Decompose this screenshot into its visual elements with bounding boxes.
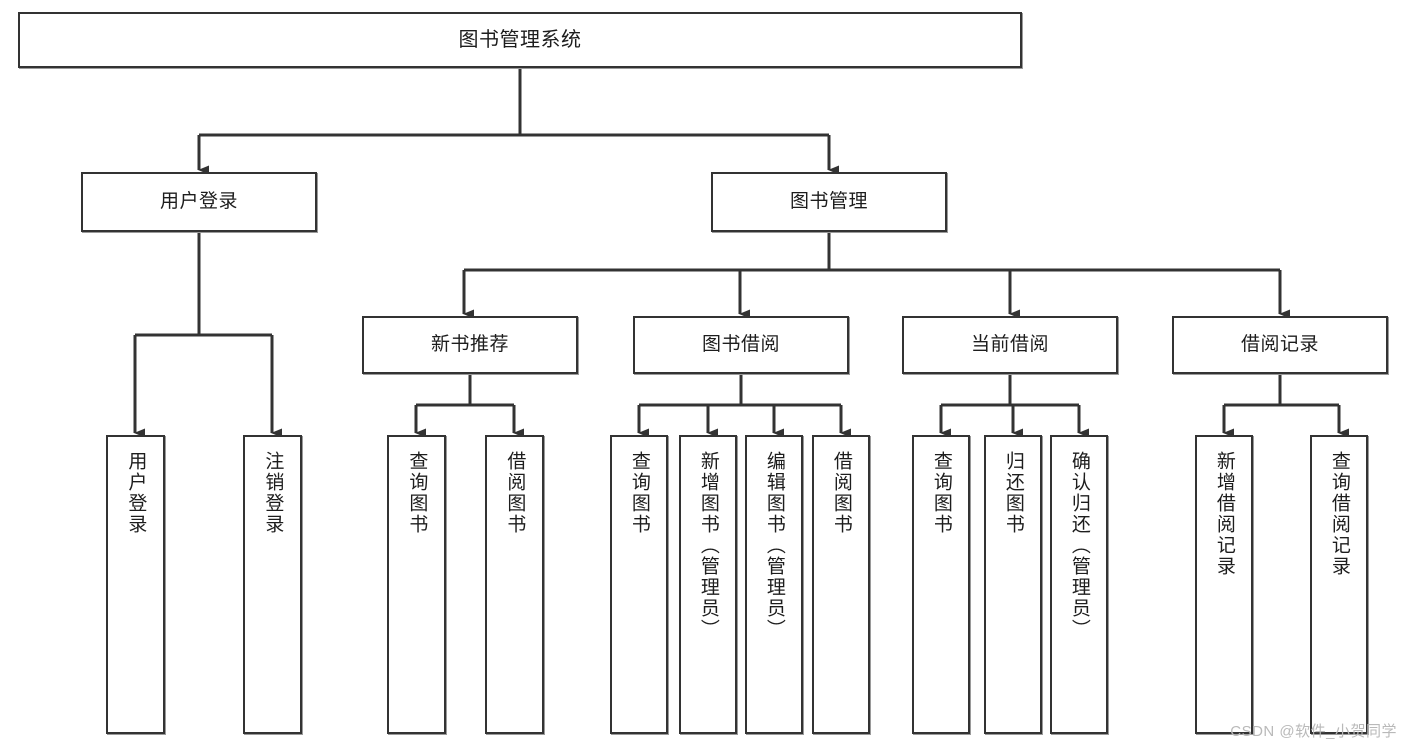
node-leaf-borrow-book-2-label: 借阅图书 [830, 451, 852, 535]
node-leaf-query-record[interactable]: 查询借阅记录 [1310, 435, 1368, 734]
node-leaf-confirm-return[interactable]: 确认归还（管理员） [1050, 435, 1108, 734]
node-new-book-recommend[interactable]: 新书推荐 [362, 316, 578, 374]
node-book-manage-label: 图书管理 [789, 191, 868, 213]
node-leaf-query-book-2[interactable]: 查询图书 [610, 435, 668, 734]
node-root[interactable]: 图书管理系统 [18, 12, 1022, 68]
node-book-manage[interactable]: 图书管理 [711, 172, 947, 232]
node-leaf-query-book-2-label: 查询图书 [628, 451, 650, 535]
node-leaf-borrow-book-1-label: 借阅图书 [504, 451, 526, 535]
node-leaf-add-record[interactable]: 新增借阅记录 [1195, 435, 1253, 734]
node-leaf-return-book-label: 归还图书 [1002, 451, 1024, 535]
node-root-label: 图书管理系统 [458, 28, 582, 51]
node-current-borrow[interactable]: 当前借阅 [902, 316, 1118, 374]
node-leaf-query-book-1-label: 查询图书 [406, 451, 428, 535]
node-leaf-query-book-1[interactable]: 查询图书 [387, 435, 446, 734]
node-leaf-user-login-label: 用户登录 [125, 451, 147, 535]
node-leaf-query-book-3-label: 查询图书 [930, 451, 952, 535]
node-leaf-borrow-book-1[interactable]: 借阅图书 [485, 435, 544, 734]
node-leaf-edit-book-label: 编辑图书（管理员） [763, 451, 785, 640]
node-borrow-record[interactable]: 借阅记录 [1172, 316, 1388, 374]
node-book-borrow[interactable]: 图书借阅 [633, 316, 849, 374]
node-borrow-record-label: 借阅记录 [1240, 334, 1319, 356]
node-leaf-add-record-label: 新增借阅记录 [1213, 451, 1235, 577]
node-leaf-edit-book[interactable]: 编辑图书（管理员） [745, 435, 803, 734]
node-leaf-user-login[interactable]: 用户登录 [106, 435, 165, 734]
node-current-borrow-label: 当前借阅 [970, 334, 1049, 356]
node-book-borrow-label: 图书借阅 [701, 334, 780, 356]
node-leaf-borrow-book-2[interactable]: 借阅图书 [812, 435, 870, 734]
node-leaf-confirm-return-label: 确认归还（管理员） [1068, 451, 1090, 640]
node-leaf-return-book[interactable]: 归还图书 [984, 435, 1042, 734]
node-new-book-recommend-label: 新书推荐 [430, 334, 509, 356]
node-leaf-logout[interactable]: 注销登录 [243, 435, 302, 734]
node-leaf-query-record-label: 查询借阅记录 [1328, 451, 1350, 577]
node-leaf-logout-label: 注销登录 [262, 451, 284, 535]
watermark: CSDN @软件_小贺同学 [1230, 723, 1397, 740]
node-leaf-add-book[interactable]: 新增图书（管理员） [679, 435, 737, 734]
node-user-login-label: 用户登录 [159, 191, 238, 213]
node-leaf-add-book-label: 新增图书（管理员） [697, 451, 719, 640]
node-leaf-query-book-3[interactable]: 查询图书 [912, 435, 970, 734]
node-user-login[interactable]: 用户登录 [81, 172, 317, 232]
